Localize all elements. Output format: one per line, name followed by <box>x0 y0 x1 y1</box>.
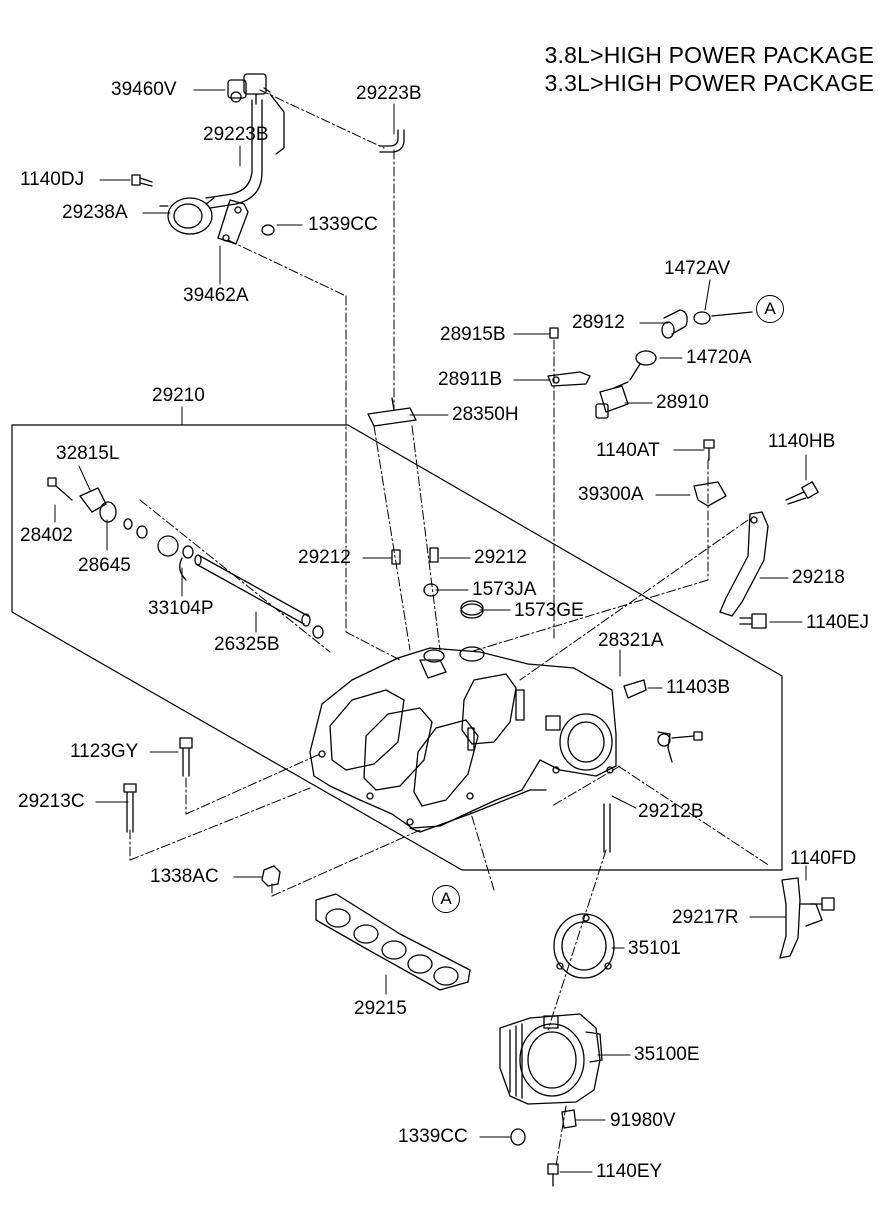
label-28350H: 28350H <box>452 404 519 425</box>
actuator-29238A <box>159 197 215 235</box>
label-28645: 28645 <box>78 555 131 576</box>
pipe-28350H <box>367 397 417 427</box>
gasket-35101 <box>553 913 615 979</box>
label-1339CC-top: 1339CC <box>308 214 378 235</box>
sensor-91980V <box>561 1109 577 1129</box>
label-26325B: 26325B <box>214 634 280 655</box>
seal-1573GE <box>460 600 484 619</box>
clip-1339CC-top <box>261 224 275 236</box>
bracket-29218 <box>719 511 769 617</box>
rod-26325B <box>194 554 324 639</box>
label-39300A: 39300A <box>578 484 644 505</box>
label-28910: 28910 <box>656 392 709 413</box>
clip-33104P <box>179 557 187 581</box>
label-29223B-mid: 29223B <box>203 124 269 145</box>
bracket-29217R <box>779 877 823 959</box>
label-35101: 35101 <box>628 938 681 959</box>
leader-lines <box>54 89 807 1173</box>
label-1140FD: 1140FD <box>790 848 857 869</box>
label-1573GE: 1573GE <box>514 600 584 621</box>
bracket-29212B <box>657 731 673 763</box>
bolt-1140HB <box>785 481 819 505</box>
solenoid-valve-39460V <box>227 73 271 105</box>
grommet-29212-left <box>391 549 401 565</box>
washer-28645 <box>99 501 148 539</box>
label-29218: 29218 <box>792 567 845 588</box>
label-29213C: 29213C <box>18 791 85 812</box>
hose-28912 <box>661 309 753 339</box>
assembly-lines <box>129 89 771 1167</box>
sensor-28910 <box>595 381 629 419</box>
label-91980V: 91980V <box>610 1110 676 1131</box>
bolt-29213C <box>123 783 137 833</box>
label-28911B: 28911B <box>438 369 503 390</box>
reference-marker-a-bottom: A <box>432 885 460 913</box>
bolt-1140AT <box>703 439 715 461</box>
label-28912: 28912 <box>572 312 625 333</box>
fitting-28321A <box>623 679 647 699</box>
label-1339CC-bottom: 1339CC <box>398 1126 468 1147</box>
label-1472AV: 1472AV <box>664 258 731 279</box>
label-1573JA: 1573JA <box>472 579 537 600</box>
label-35100E: 35100E <box>634 1044 700 1065</box>
seal-1573JA <box>423 583 439 597</box>
label-29238A: 29238A <box>62 202 128 223</box>
label-28915B: 28915B <box>440 324 506 345</box>
label-11403B: 11403B <box>666 677 731 698</box>
bracket-39462A <box>217 199 249 245</box>
label-29212B: 29212B <box>638 801 704 822</box>
header-line-2: 3.3L>HIGH POWER PACKAGE <box>544 70 874 96</box>
stud <box>603 803 611 853</box>
sensor-39300A <box>693 481 727 507</box>
label-1123GY: 1123GY <box>70 741 139 762</box>
label-1140DJ: 1140DJ <box>20 169 85 190</box>
clamp-14720A <box>629 350 657 381</box>
label-29217R: 29217R <box>672 907 739 928</box>
label-1140EY: 1140EY <box>596 1161 663 1182</box>
bolt-1123GY <box>179 737 193 777</box>
label-1140HB: 1140HB <box>768 431 836 452</box>
bolt-1140DJ <box>131 174 153 187</box>
label-28402: 28402 <box>20 525 73 546</box>
bolt-1140EY <box>547 1163 559 1187</box>
label-28321A: 28321A <box>598 630 664 651</box>
bolt-1140EJ <box>739 613 767 629</box>
label-29210: 29210 <box>152 385 205 406</box>
label-32815L: 32815L <box>56 443 120 464</box>
label-29212-right: 29212 <box>474 547 527 568</box>
label-33104P: 33104P <box>148 598 214 619</box>
intake-manifold-29210 <box>309 646 617 833</box>
label-1338AC: 1338AC <box>150 866 219 887</box>
label-39462A: 39462A <box>183 285 249 306</box>
bolt-11403B <box>671 731 703 741</box>
reference-marker-a-top: A <box>756 295 784 323</box>
bolt-1140FD <box>809 897 835 911</box>
label-29212-left: 29212 <box>298 547 351 568</box>
label-14720A: 14720A <box>686 347 752 368</box>
bolt-28402 <box>47 477 73 501</box>
nut-1338AC <box>261 865 281 887</box>
vacuum-hose-29223B <box>205 93 405 209</box>
throttle-body-35100E <box>499 1013 603 1105</box>
collar-28645 <box>157 535 194 559</box>
label-39460V: 39460V <box>111 79 177 100</box>
clip-1339CC-bottom <box>510 1128 526 1146</box>
header-line-1: 3.8L>HIGH POWER PACKAGE <box>544 42 874 68</box>
stopper-32815L <box>79 487 107 513</box>
label-1140AT: 1140AT <box>596 440 660 461</box>
group-frame-29210 <box>11 424 783 871</box>
label-29223B-top: 29223B <box>356 83 422 104</box>
label-1140EJ: 1140EJ <box>806 612 870 633</box>
grommet-29212-right <box>429 547 439 563</box>
bolt-28915B <box>549 327 559 339</box>
gasket-29215 <box>315 893 471 991</box>
bracket-28911B <box>547 371 591 387</box>
label-29215: 29215 <box>354 998 407 1019</box>
